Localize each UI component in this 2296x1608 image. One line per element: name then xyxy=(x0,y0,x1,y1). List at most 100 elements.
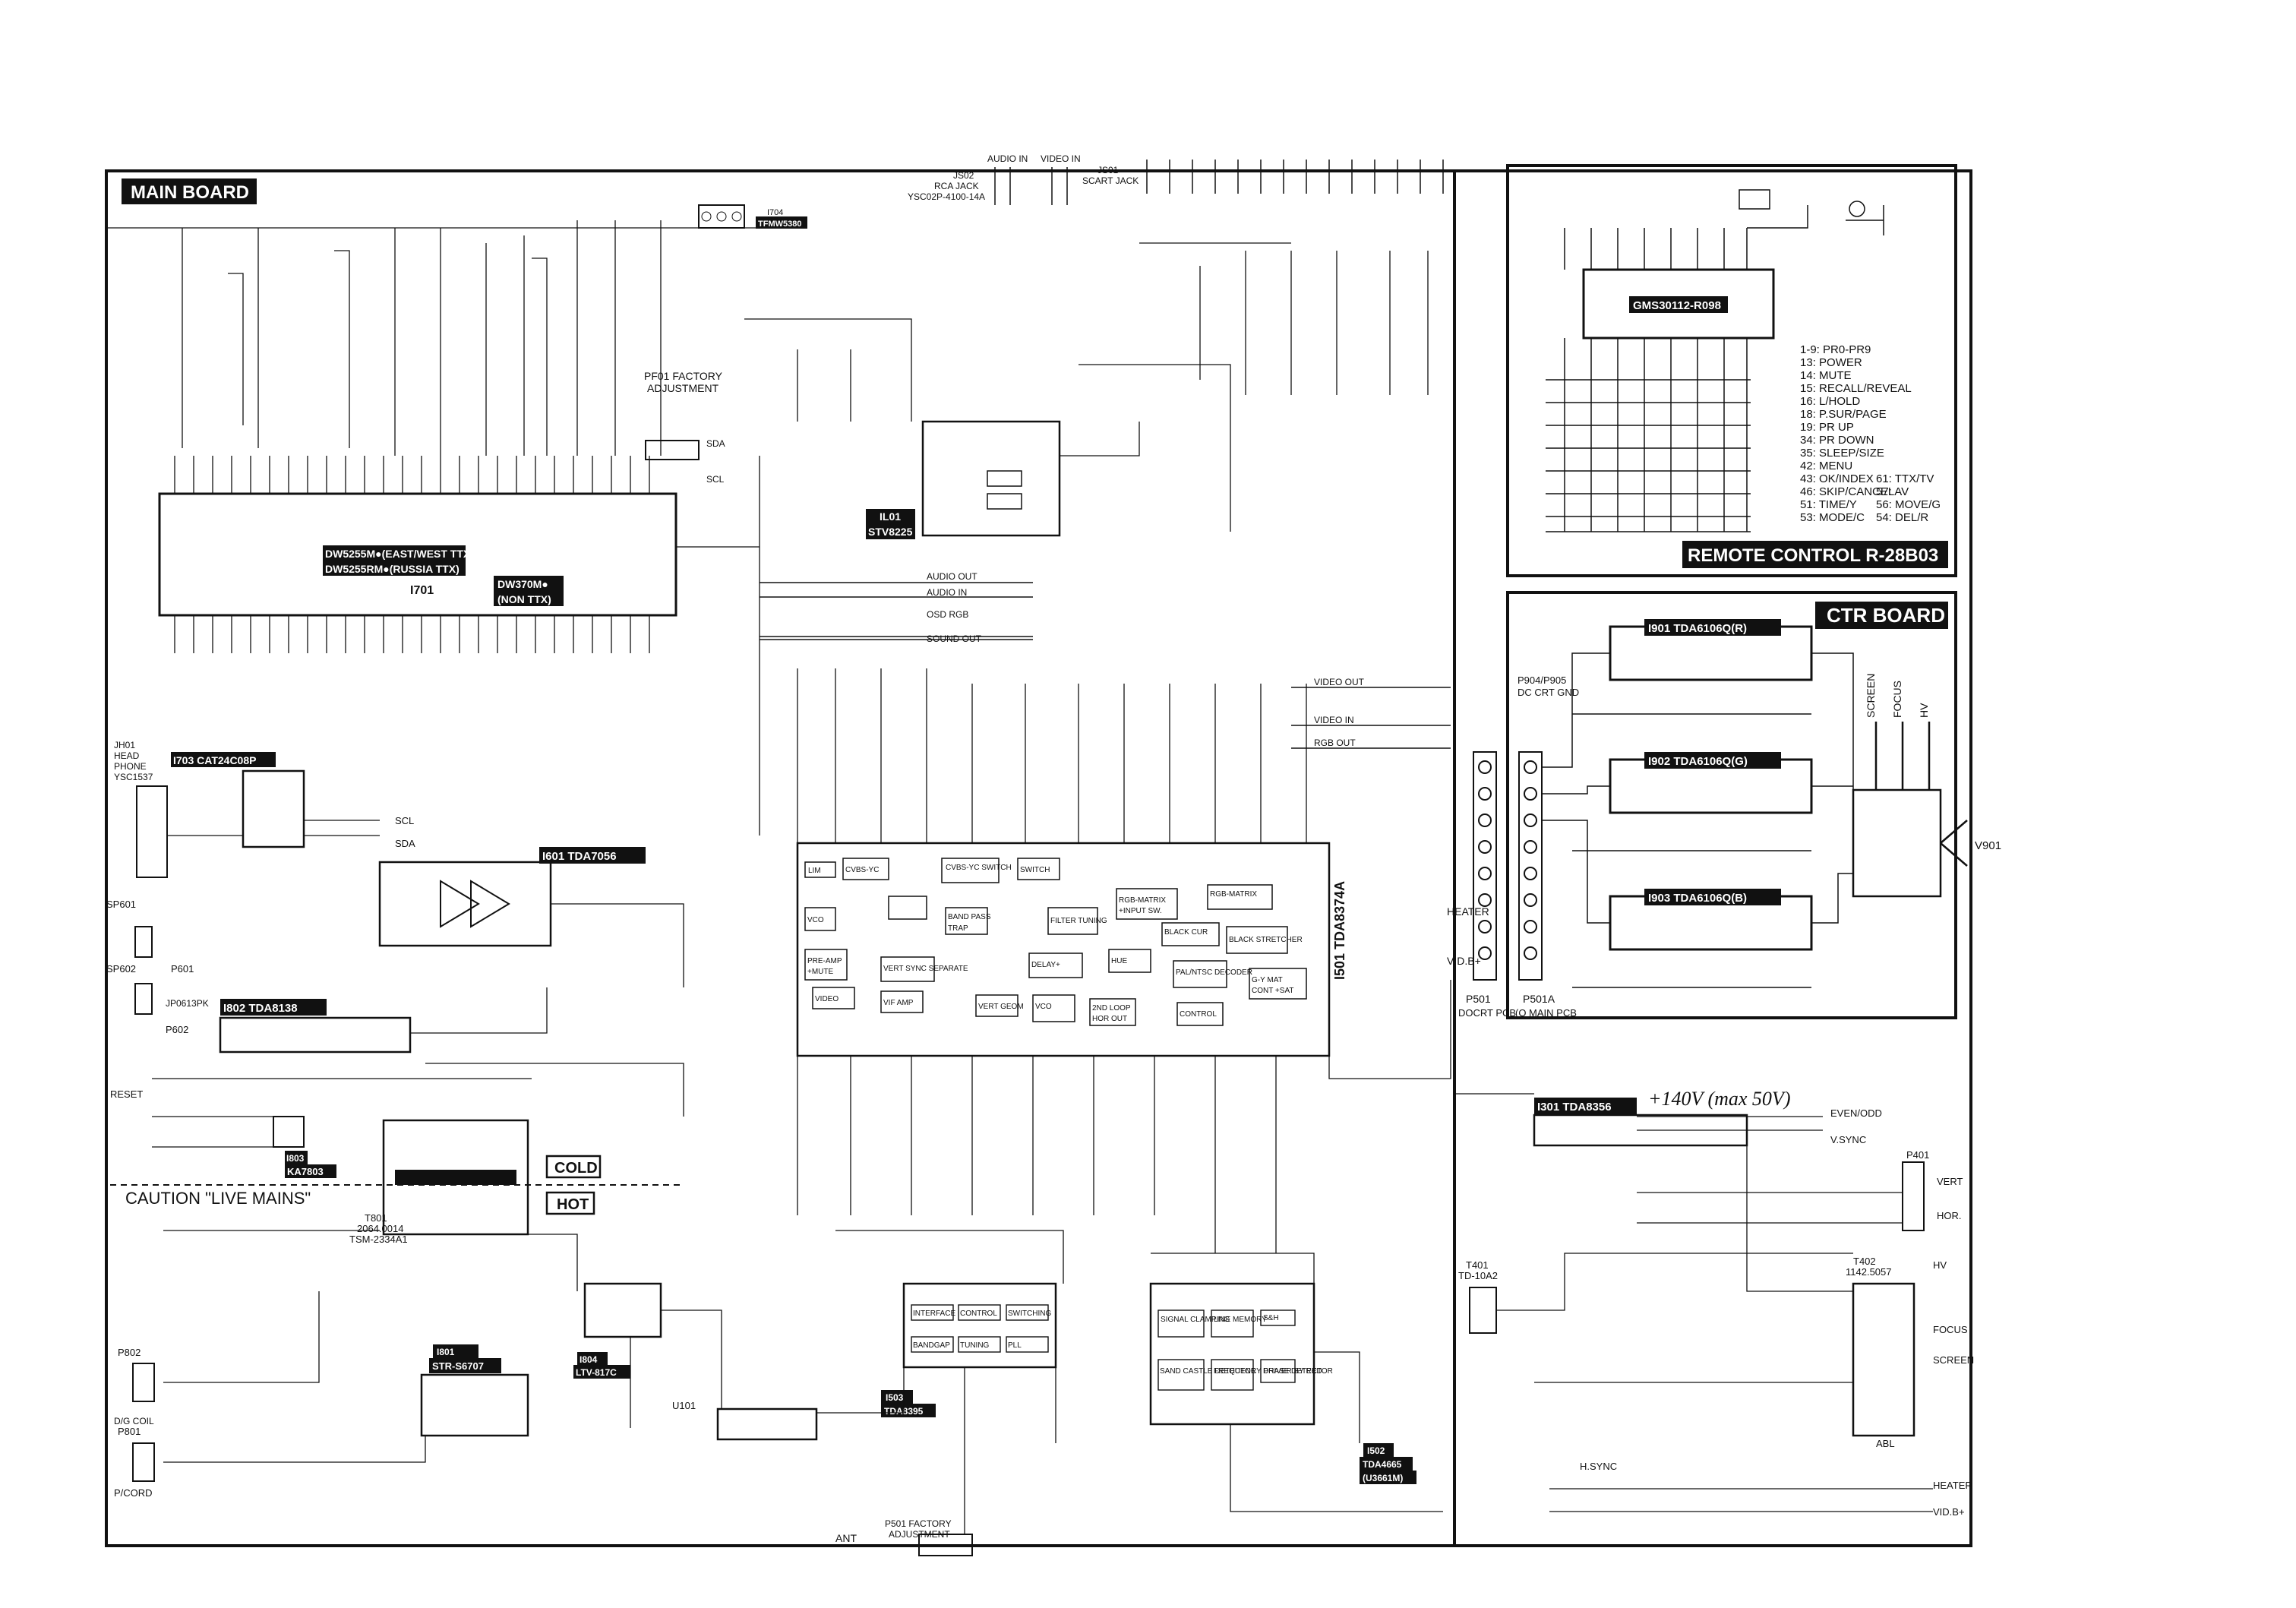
main-board-right-frame xyxy=(1453,169,1972,1547)
i701-label: I701 xyxy=(410,584,434,597)
i503-blk-switching: SWITCHING xyxy=(1008,1309,1051,1318)
i501-blk-decoder: PAL/NTSC DECODER xyxy=(1176,968,1252,977)
video-in-jack: VIDEO IN xyxy=(1041,153,1081,164)
power-input: P802 D/G COIL P801 P/CORD xyxy=(114,1347,155,1499)
remote-legend-4: 16: L/HOLD xyxy=(1800,395,1860,408)
i803-block: I803 KA7803 xyxy=(273,1116,336,1178)
i503-blk-control: CONTROL xyxy=(960,1309,997,1318)
jh01-phone: PHONE xyxy=(114,761,147,772)
remote-legend-5: 18: P.SUR/PAGE xyxy=(1800,408,1887,421)
remote-board: REMOTE CONTROL R-28B03 GMS30112-R098 xyxy=(1506,164,1957,577)
i502-blk-sh: S&H xyxy=(1263,1314,1279,1322)
i703-label: I703 CAT24C08P xyxy=(173,754,256,766)
i501-blk-mute: +MUTE xyxy=(807,968,834,976)
i503-blk-bandgap: BANDGAP xyxy=(913,1341,950,1350)
rgb-out-bus: RGB OUT xyxy=(1314,738,1356,748)
ctr-title: CTR BOARD xyxy=(1827,604,1945,627)
i501-blk-rgb: RGB-MATRIX xyxy=(1119,896,1166,905)
remote-legend-12: 51: TIME/Y xyxy=(1800,498,1857,511)
t801-model: TSM-2334A1 xyxy=(349,1234,408,1245)
ctr-frame xyxy=(1506,591,1957,1019)
i501-blk-blackcur: BLACK CUR xyxy=(1164,928,1208,937)
il01-block: IL01 STV8225 xyxy=(866,420,1061,539)
i703-sda: SDA xyxy=(395,838,415,849)
i804-ref: I804 xyxy=(580,1354,598,1365)
i502-blk-clamp: SIGNAL CLAMPING xyxy=(1161,1316,1230,1324)
u101-tuner xyxy=(716,1407,818,1441)
i503-blk-pll: PLL xyxy=(1008,1341,1022,1350)
i501-blk-gymat: G-Y MAT xyxy=(1252,976,1283,984)
il01-label: STV8225 xyxy=(868,526,913,538)
sound-out-bus: SOUND OUT xyxy=(927,633,982,644)
p501f-sub: ADJUSTMENT xyxy=(889,1529,950,1540)
main-board-title-bg xyxy=(122,178,257,204)
i503-ref: I503 xyxy=(886,1392,904,1403)
dgcoil-label: D/G COIL xyxy=(114,1416,154,1426)
hot-label: HOT xyxy=(557,1196,589,1213)
i703-chip xyxy=(242,769,305,848)
i704-block: TFMW5380 I704 xyxy=(698,204,807,229)
flyback-focus: FOCUS xyxy=(1933,1324,1968,1335)
i802-block: I802 TDA8138 RESET xyxy=(110,999,412,1100)
il01-chip xyxy=(921,420,1061,537)
p501a-label: P501A xyxy=(1523,993,1555,1005)
vidb-label: VID.B+ xyxy=(1447,955,1481,967)
remote-legend-9: 42: MENU xyxy=(1800,460,1852,472)
i502-blk-freq: FREQUENCY PHASE DETECTOR xyxy=(1214,1367,1333,1376)
i501-blk-input: +INPUT SW. xyxy=(1119,907,1162,915)
pf01-block: PF01 FACTORY ADJUSTMENT SDA SCL xyxy=(644,370,725,485)
js02-part: YSC02P-4100-14A xyxy=(908,191,985,202)
i501-blk-preamp: PRE-AMP xyxy=(807,957,842,965)
il01-ref: IL01 xyxy=(880,510,901,523)
t402-label: T402 xyxy=(1853,1256,1876,1267)
jh01-block: JH01 HEAD PHONE YSC1537 xyxy=(114,740,168,878)
i503-blk-interface: INTERFACE xyxy=(913,1309,955,1318)
video-out-bus: VIDEO OUT xyxy=(1314,677,1365,687)
reset-label: RESET xyxy=(110,1088,143,1100)
i501-blk-trap: TRAP xyxy=(948,924,968,933)
i701-pins xyxy=(174,456,650,653)
remote-legend-6: 19: PR UP xyxy=(1800,421,1854,434)
i502-block: SIGNAL CLAMPING LINE MEMORY S&H SAND CAS… xyxy=(1149,1282,1416,1484)
i502-blk-linemem: LINE MEMORY xyxy=(1214,1316,1267,1324)
remote-legend-1: 13: POWER xyxy=(1800,356,1862,369)
i704-label: TFMW5380 xyxy=(758,220,801,229)
i501-blk-lim: LIM xyxy=(808,867,821,875)
i502-alt: (U3661M) xyxy=(1363,1473,1403,1483)
p501-label: P501 xyxy=(1466,993,1491,1005)
p801-label: P801 xyxy=(118,1426,141,1437)
i704-ref: I704 xyxy=(767,208,783,217)
signal-buses: AUDIO OUT AUDIO IN OSD RGB SOUND OUT VID… xyxy=(760,571,1451,749)
i703-scl: SCL xyxy=(395,815,414,826)
i501-blk-stretch: BLACK STRETCHER xyxy=(1229,936,1303,944)
p501-connector xyxy=(1473,751,1543,981)
pf01-scl: SCL xyxy=(706,474,725,485)
i701-alt: DW370M● xyxy=(497,578,548,590)
i301-block: I301 TDA8356 +140V (max 50V) EVEN/ODD V.… xyxy=(1533,1088,1882,1147)
remote-legend-13: 53: MODE/C xyxy=(1800,511,1865,524)
i601-label: I601 TDA7056 xyxy=(542,850,617,863)
gms-chip-label: GMS30112-R098 xyxy=(1633,299,1721,312)
i701-variant-b: DW5255RM●(RUSSIA TTX) xyxy=(325,563,460,575)
key-matrix xyxy=(1546,189,1884,532)
vert-label: VERT xyxy=(1937,1176,1963,1187)
hor-label: HOR. xyxy=(1937,1210,1962,1221)
i502-chip xyxy=(1149,1282,1315,1426)
i501-blk-horout: HOR OUT xyxy=(1092,1015,1127,1023)
i601-block: I601 TDA7056 xyxy=(378,847,646,947)
p802-label: P802 xyxy=(118,1347,141,1358)
p601-label: P601 xyxy=(171,963,194,975)
t401-label: T401 xyxy=(1466,1259,1489,1271)
main-board-frame xyxy=(105,169,1456,1547)
main-board-title: MAIN BOARD xyxy=(131,182,249,203)
screen-label: SCREEN xyxy=(1865,674,1877,718)
i501-blk-delay: DELAY+ xyxy=(1031,961,1060,969)
i701-chip xyxy=(158,492,677,617)
caution-label: CAUTION "LIVE MAINS" xyxy=(125,1189,311,1208)
i803-label: KA7803 xyxy=(287,1166,324,1177)
i501-blk-hue: HUE xyxy=(1111,957,1127,965)
heater-label: HEATER xyxy=(1447,905,1489,918)
i803-ref: I803 xyxy=(286,1153,305,1164)
t402-part: 1142.5057 xyxy=(1846,1266,1892,1278)
